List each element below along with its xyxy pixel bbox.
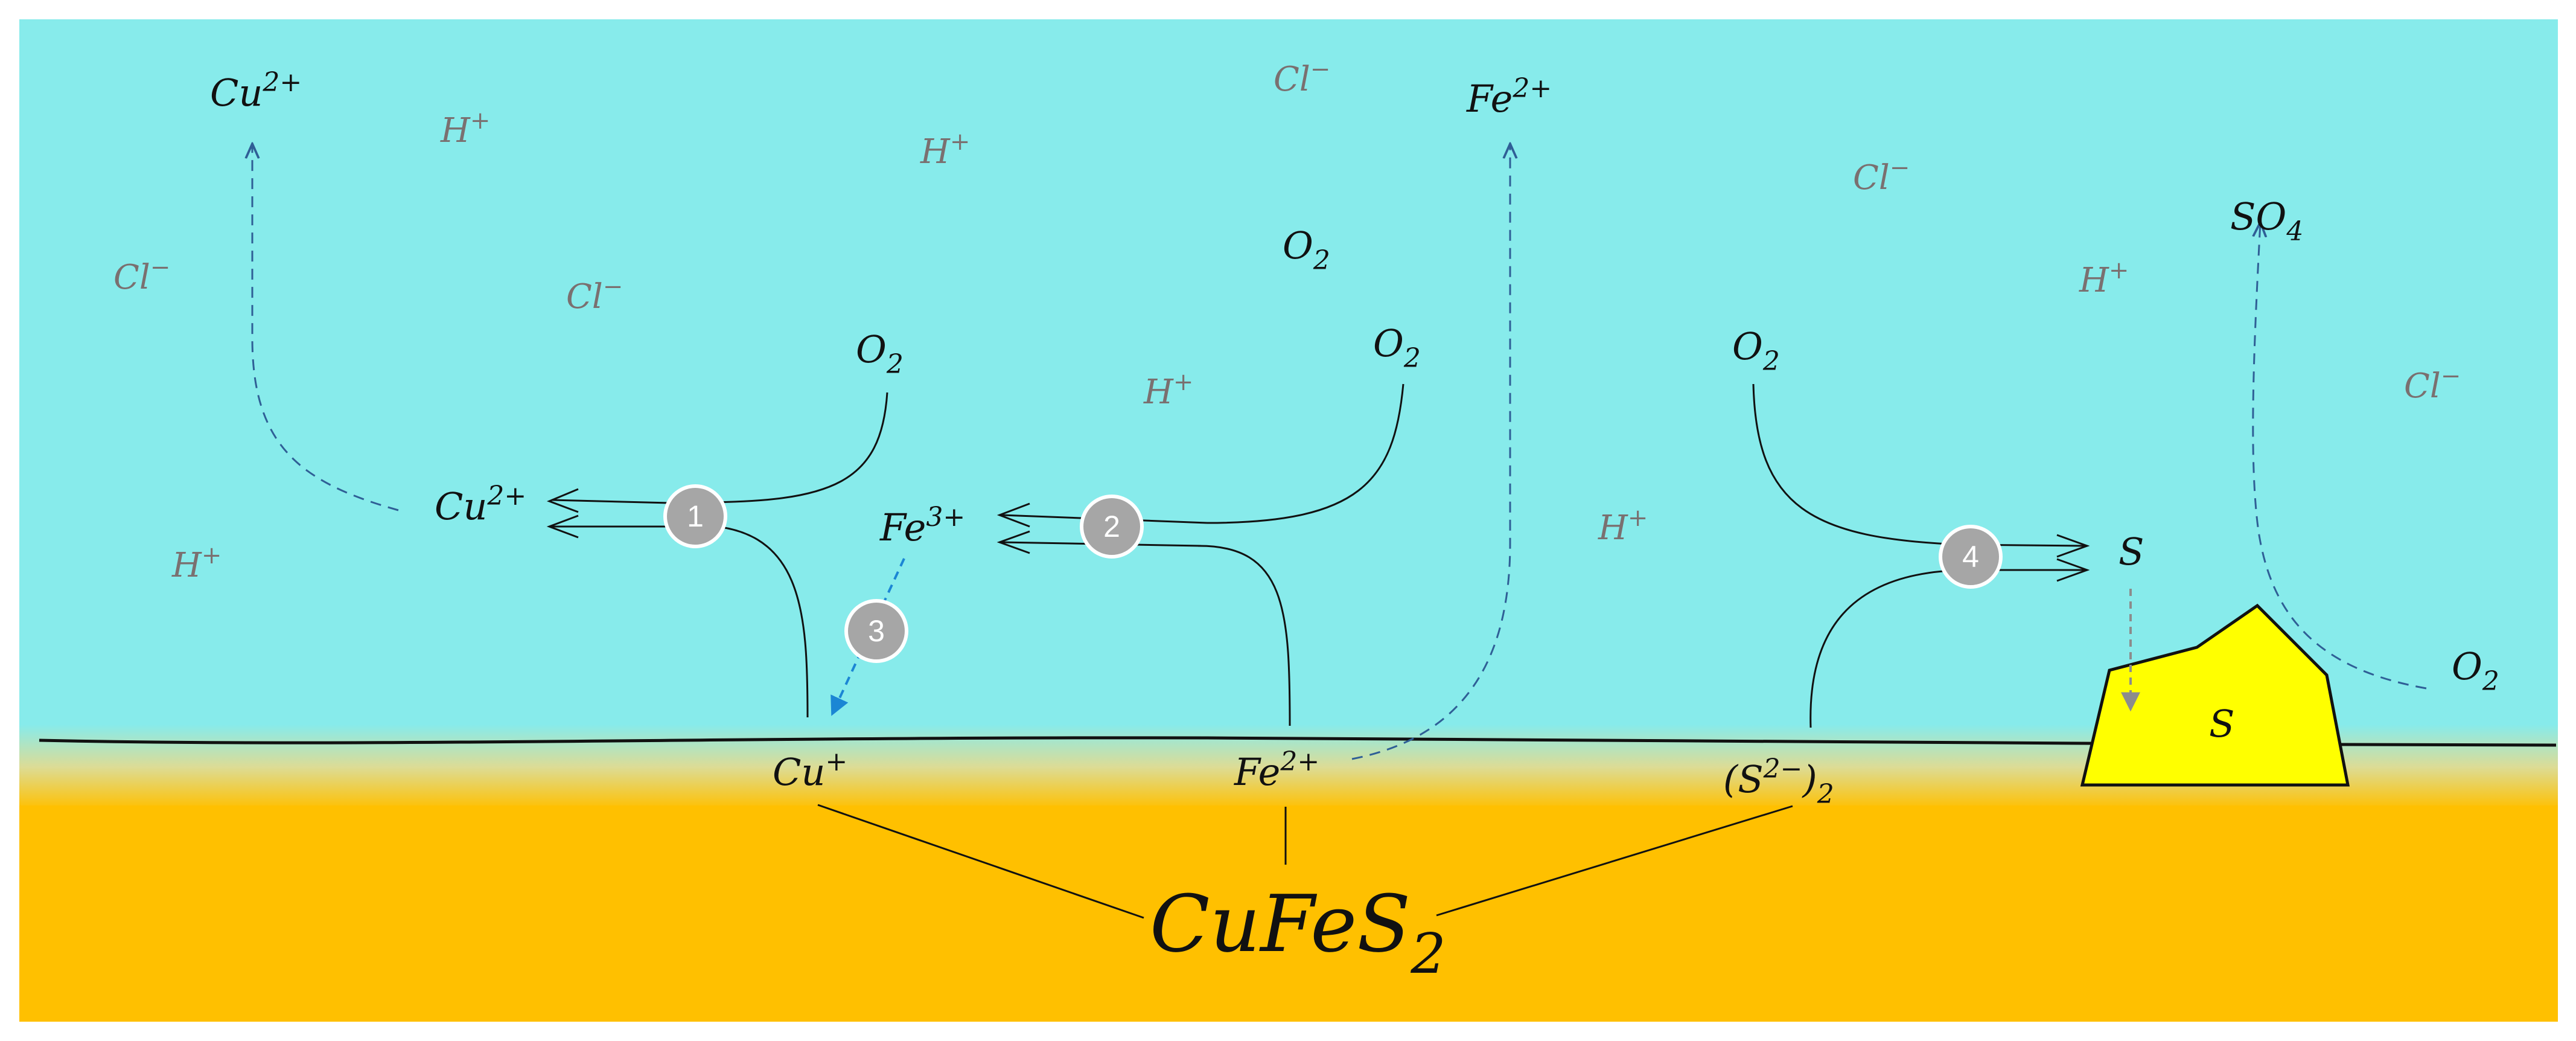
step-3-number: 3 [868, 614, 885, 648]
step-4-badge: 4 [1939, 525, 2003, 589]
h-plus-ion: H+ [1143, 368, 1193, 412]
o2-label-sulfur: O2 [2452, 644, 2499, 697]
released-fe2-plus-label: Fe2+ [1466, 73, 1552, 121]
step-1-badge: 1 [663, 484, 727, 548]
reaction1-arrow-head [546, 488, 579, 539]
surface-fe2-plus-label: Fe2+ [1234, 746, 1319, 794]
h-plus-ion: H+ [920, 128, 970, 171]
cl-minus-ion: Cl− [113, 254, 170, 297]
sulfur-deposit-label: S [2209, 702, 2234, 746]
reaction2-o2-line [1207, 383, 1404, 524]
o2-label-reaction1: O2 [856, 327, 904, 380]
step-4-number: 4 [1962, 540, 1979, 574]
step-3-badge: 3 [844, 599, 908, 663]
solution-region [19, 19, 2558, 742]
connector-cu-plus [817, 804, 1144, 919]
sulfur-deposit [2080, 603, 2350, 787]
step-2-badge: 2 [1080, 495, 1144, 559]
h-plus-ion: H+ [1598, 504, 1648, 548]
fe2-transport-arrow [1351, 144, 1510, 760]
cu2-transport-arrow [252, 144, 399, 511]
cl-minus-ion: Cl− [566, 273, 623, 316]
connector-disulfide [1436, 805, 1793, 917]
reaction1-o2-line [697, 392, 888, 504]
mineral-region [19, 806, 2558, 1022]
cl-minus-ion: Cl− [2404, 362, 2461, 406]
h-plus-ion: H+ [2079, 257, 2129, 300]
h-plus-ion: H+ [171, 542, 222, 585]
reaction2-fe-line [1197, 545, 1291, 726]
released-cu2-plus-label: Cu2+ [210, 67, 302, 115]
intermediate-fe3-plus-label: Fe3+ [879, 502, 965, 549]
h-plus-ion: H+ [440, 107, 490, 150]
mineral-formula-label: CuFeS2 [1150, 878, 1446, 986]
surface-cu-plus-label: Cu+ [773, 746, 847, 794]
surface-disulfide-label: (S2−)2 [1723, 754, 1834, 810]
intermediate-cu2-plus-label: Cu2+ [435, 481, 526, 528]
step-1-number: 1 [687, 499, 704, 533]
released-so4-label: SO4 [2230, 194, 2303, 247]
step-2-number: 2 [1103, 510, 1120, 543]
intermediate-sulfur-label: S [2119, 530, 2144, 574]
o2-label-bulk: O2 [1283, 223, 1330, 276]
o2-label-reaction2: O2 [1373, 321, 1421, 374]
cl-minus-ion: Cl− [1274, 56, 1330, 99]
reaction2-arrow-head [996, 502, 1030, 554]
o2-label-reaction4: O2 [1732, 324, 1780, 377]
reaction4-o2-line [1752, 383, 1962, 546]
cl-minus-ion: Cl− [1853, 154, 1910, 197]
reaction4-s-line [1809, 569, 1971, 728]
reaction4-arrow-head [2056, 534, 2090, 582]
reaction1-cu-line [693, 524, 809, 718]
